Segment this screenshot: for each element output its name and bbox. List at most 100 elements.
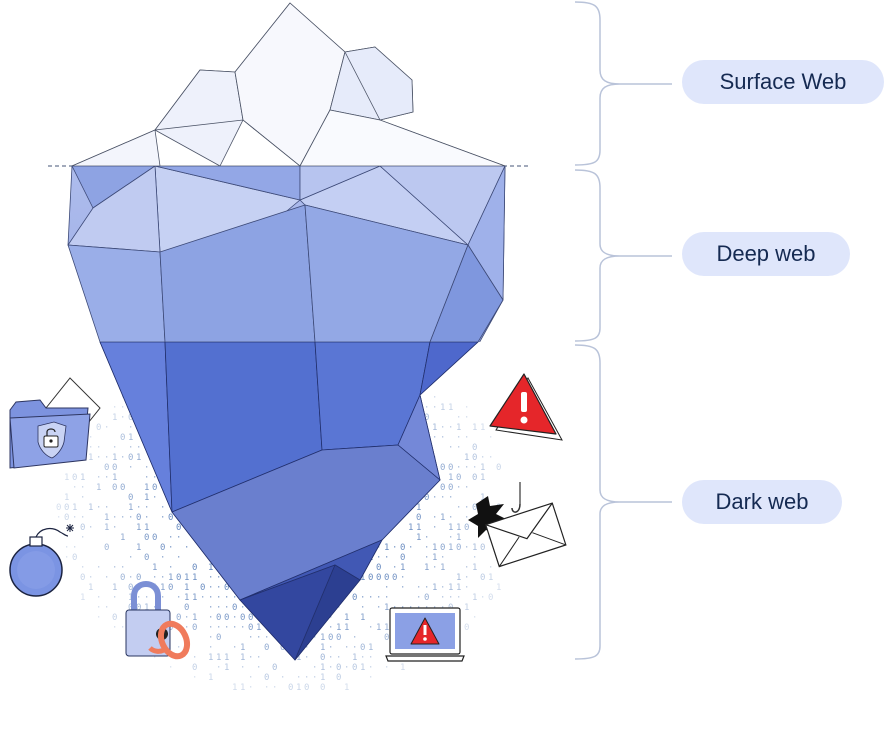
svg-text:·: · [96,443,101,453]
svg-text:·: · [216,593,221,603]
svg-text:·: · [152,653,157,663]
svg-text:·: · [432,393,437,403]
svg-text:·: · [432,433,437,443]
svg-text:1: 1 [464,603,469,613]
svg-text:·: · [168,663,173,673]
svg-text:1: 1 [376,623,381,633]
svg-text:·: · [192,653,197,663]
svg-text:·: · [80,493,85,503]
svg-text:1: 1 [184,573,189,583]
svg-text:·: · [104,503,109,513]
svg-text:·: · [160,593,165,603]
svg-text:·: · [88,573,93,583]
svg-text:·: · [160,553,165,563]
svg-text:0: 0 [112,463,117,473]
svg-text:1: 1 [480,473,485,483]
svg-text:·: · [448,513,453,523]
svg-text:0: 0 [440,483,445,493]
svg-text:0: 0 [472,443,477,453]
svg-text:·: · [208,623,213,633]
svg-text:0: 0 [176,613,181,623]
svg-text:·: · [456,413,461,423]
bracket-surface [574,1,672,166]
svg-text:·: · [144,463,149,473]
svg-text:·: · [440,583,445,593]
svg-text:·: · [128,513,133,523]
svg-text:1: 1 [216,653,221,663]
svg-text:1: 1 [456,583,461,593]
svg-text:·: · [64,553,69,563]
svg-text:1: 1 [400,663,405,673]
svg-text:0: 0 [168,583,173,593]
svg-text:1: 1 [136,543,141,553]
svg-text:·: · [144,503,149,513]
svg-text:1: 1 [416,533,421,543]
svg-text:1: 1 [472,543,477,553]
svg-text:1: 1 [224,663,229,673]
svg-text:1: 1 [448,583,453,593]
svg-text:·: · [96,613,101,623]
svg-text:1: 1 [480,423,485,433]
svg-text:·: · [304,643,309,653]
svg-text:·: · [376,543,381,553]
svg-text:·: · [136,443,141,453]
svg-text:·: · [176,553,181,563]
svg-text:·: · [432,513,437,523]
svg-text:·: · [208,643,213,653]
svg-text:·: · [208,573,213,583]
svg-text:1: 1 [472,593,477,603]
svg-text:·: · [216,663,221,673]
svg-text:·: · [256,663,261,673]
svg-text:·: · [224,603,229,613]
svg-text:·: · [448,533,453,543]
svg-text:·: · [400,583,405,593]
svg-text:0: 0 [128,583,133,593]
svg-text:·: · [440,593,445,603]
svg-text:·: · [416,583,421,593]
svg-text:1: 1 [344,623,349,633]
svg-text:0: 0 [472,473,477,483]
svg-text:1: 1 [400,563,405,573]
svg-text:·: · [464,413,469,423]
svg-text:·: · [208,613,213,623]
svg-text:0: 0 [224,583,229,593]
svg-text:·: · [272,683,277,693]
padlock-icon [125,581,191,660]
svg-text:0: 0 [472,453,477,463]
svg-text:·: · [80,533,85,543]
svg-text:1: 1 [184,593,189,603]
svg-text:·: · [216,603,221,613]
svg-text:1: 1 [88,453,93,463]
svg-text:·: · [432,403,437,413]
svg-text:·: · [472,463,477,473]
svg-text:1: 1 [384,543,389,553]
svg-text:0: 0 [72,553,77,563]
svg-text:1: 1 [112,453,117,463]
svg-text:0: 0 [456,543,461,553]
svg-text:·: · [240,663,245,673]
svg-text:1: 1 [240,643,245,653]
svg-text:1: 1 [360,613,365,623]
svg-text:1: 1 [240,653,245,663]
svg-text:0: 0 [424,413,429,423]
svg-text:·: · [448,493,453,503]
svg-text:1: 1 [128,433,133,443]
svg-text:0: 0 [112,483,117,493]
svg-text:·: · [368,623,373,633]
svg-text:·: · [248,633,253,643]
svg-text:1: 1 [80,593,85,603]
svg-text:·: · [472,553,477,563]
svg-text:1: 1 [440,513,445,523]
svg-text:·: · [192,673,197,683]
laptop-alert-icon [385,607,465,662]
svg-text:0: 0 [80,573,85,583]
svg-text:1: 1 [104,513,109,523]
svg-text:0: 0 [104,463,109,473]
svg-text:1: 1 [192,613,197,623]
svg-text:·: · [392,563,397,573]
svg-text:·: · [368,593,373,603]
svg-text:·: · [128,553,133,563]
svg-text:0: 0 [128,603,133,613]
svg-text:0: 0 [176,573,181,583]
